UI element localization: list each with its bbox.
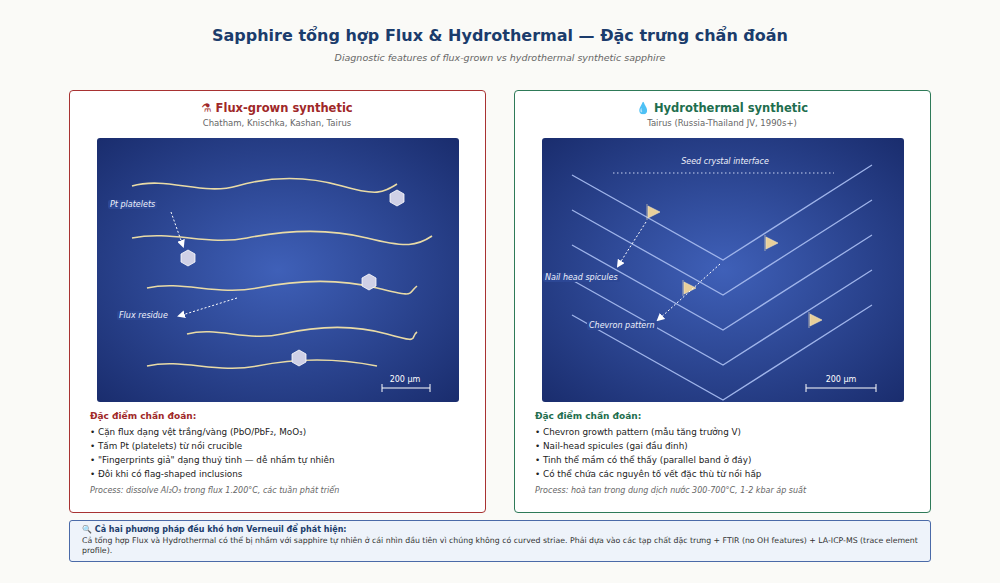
section-heading: Đặc điểm chẩn đoán: [535, 411, 641, 421]
panel-heading: 💧 Hydrothermal synthetic [515, 101, 929, 115]
panel-subtitle: Tairus (Russia-Thailand JV, 1990s+) [515, 118, 929, 128]
note-heading: 🔍 Cả hai phương pháp đều khó hơn Verneui… [82, 525, 918, 534]
flux-inclusion-illustration [97, 138, 459, 402]
callout-label: Pt platelets [108, 200, 157, 209]
callout-label: Nail head spicules [543, 273, 620, 282]
flux-panel: ⚗ Flux-grown syntheticChatham, Knischka,… [69, 90, 486, 513]
diagram-title: Sapphire tổng hợp Flux & Hydrothermal — … [0, 26, 1000, 45]
panel-heading: ⚗ Flux-grown synthetic [70, 101, 484, 115]
panel-subtitle: Chatham, Knischka, Kashan, Tairus [70, 118, 484, 128]
note-body: Cả tổng hợp Flux và Hydrothermal có thể … [82, 536, 918, 556]
section-heading: Đặc điểm chẩn đoán: [90, 411, 196, 421]
bullet-item: • Tinh thể mầm có thể thấy (parallel ban… [535, 455, 751, 465]
diagram-caption: Diagnostic features of flux-grown vs hyd… [0, 52, 1000, 63]
callout-label: Flux residue [117, 311, 170, 320]
bullet-item: • Cặn flux dạng vệt trắng/vàng (PbO/PbF₂… [90, 427, 306, 437]
bullet-item: • Nail-head spicules (gai đầu đinh) [535, 441, 688, 451]
process-note: Process: dissolve Al₂O₃ trong flux 1.200… [90, 486, 339, 495]
bullet-item: • Có thể chứa các nguyên tố vết đặc thù … [535, 469, 761, 479]
scale-label: 200 µm [377, 375, 433, 384]
bullet-item: • Đôi khi có flag-shaped inclusions [90, 469, 242, 479]
bullet-item: • Tấm Pt (platelets) từ nồi crucible [90, 441, 242, 451]
bullet-item: • Chevron growth pattern (mẫu tăng trưởn… [535, 427, 741, 437]
hydrothermal-growth-illustration [542, 138, 904, 402]
process-note: Process: hoà tan trong dung dịch nước 30… [535, 486, 806, 495]
bullet-item: • "Fingerprints giả" dạng thuỷ tinh — dễ… [90, 455, 334, 465]
hydrothermal-panel: 💧 Hydrothermal syntheticTairus (Russia-T… [514, 90, 931, 513]
callout-label: Seed crystal interface [643, 157, 807, 166]
callout-label: Chevron pattern [587, 321, 657, 330]
scale-label: 200 µm [806, 375, 876, 384]
summary-note: 🔍 Cả hai phương pháp đều khó hơn Verneui… [69, 520, 931, 562]
